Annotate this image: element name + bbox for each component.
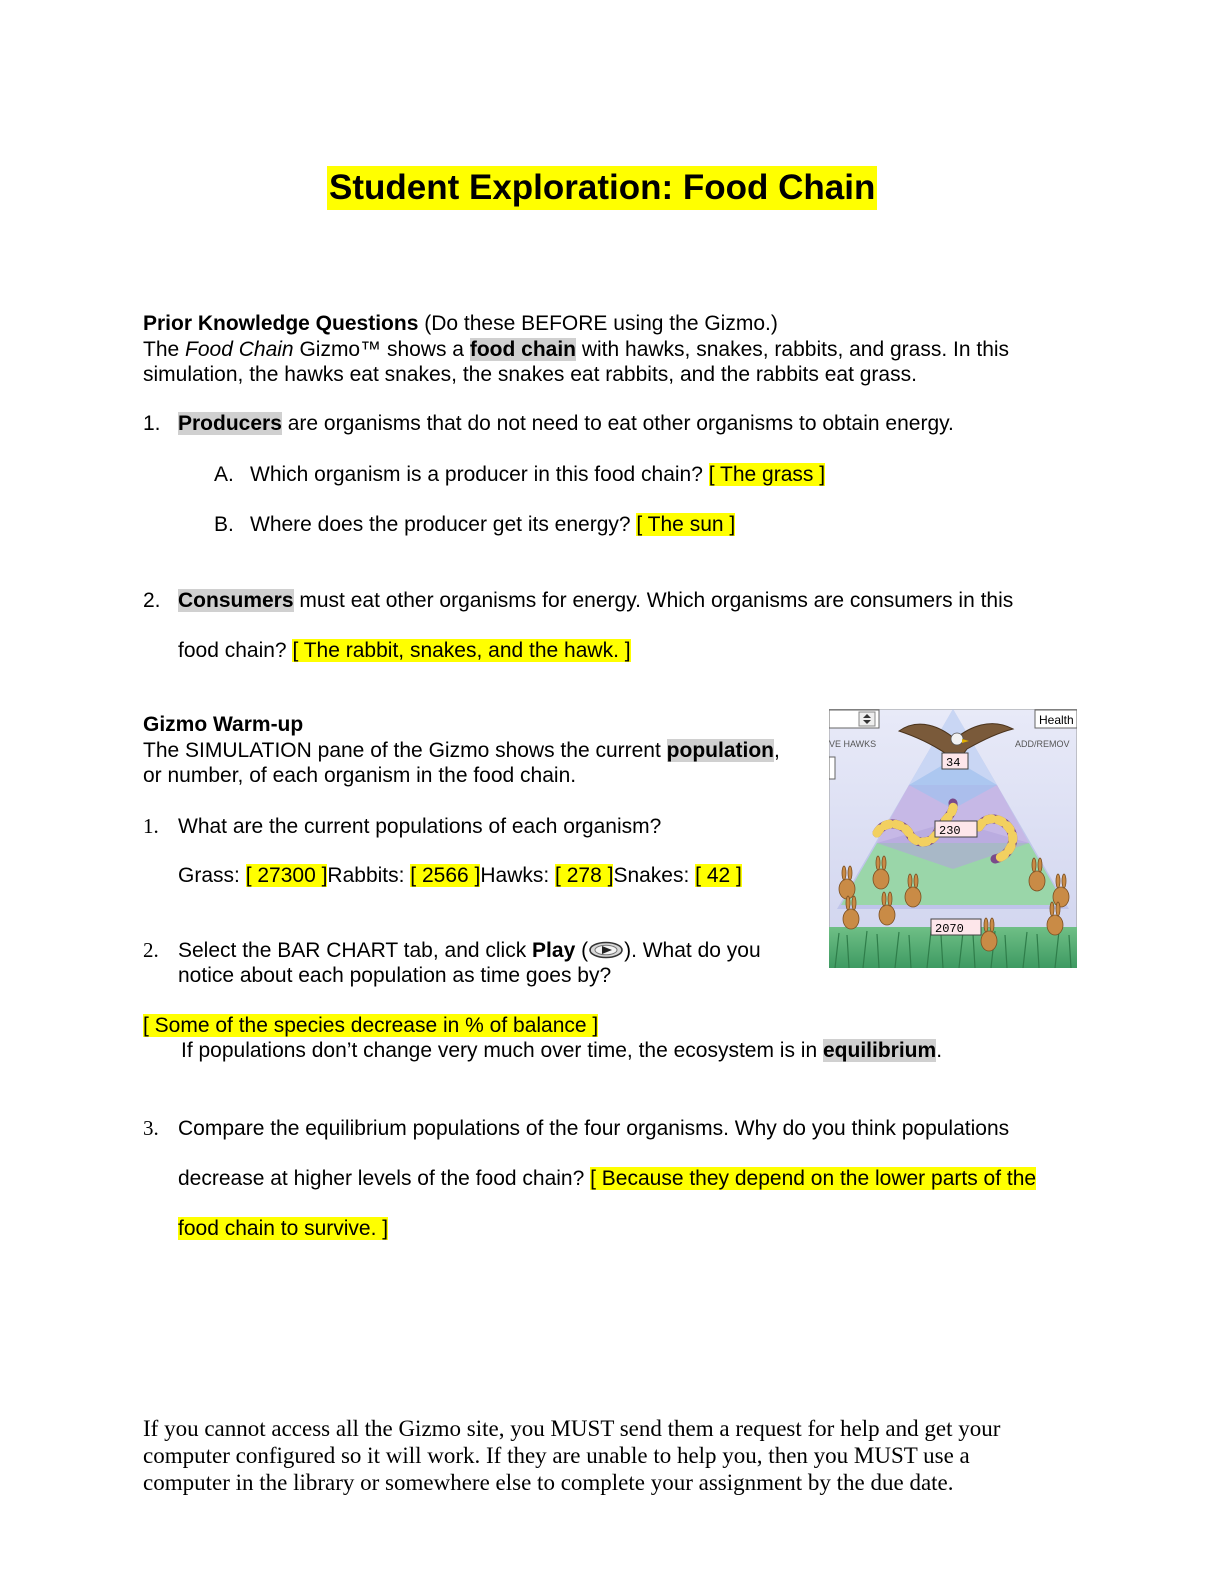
- remove-hawks-label: VE HAWKS: [829, 739, 876, 749]
- equilibrium-text: If populations don’t change very much ov…: [181, 1039, 823, 1062]
- warmup-question-2: Select the BAR CHART tab, and click Play…: [178, 938, 761, 963]
- term-consumers: Consumers: [178, 589, 294, 612]
- page-title: Student Exploration: Food Chain: [327, 166, 878, 210]
- warmup-heading: Gizmo Warm-up: [143, 713, 304, 736]
- question-1a-text: Which organism is a producer in this foo…: [250, 463, 709, 486]
- snakes-answer-field[interactable]: [ 42 ]: [695, 864, 742, 887]
- snakes-label: Snakes:: [613, 864, 696, 887]
- term-equilibrium: equilibrium: [823, 1039, 937, 1062]
- warmup-question-2-text: Select the BAR CHART tab, and click: [178, 939, 533, 962]
- rabbits-answer-field[interactable]: [ 2566 ]: [410, 864, 481, 887]
- intro-italic: Food Chain: [185, 338, 294, 361]
- intro-text: with hawks, snakes, rabbits, and grass. …: [576, 338, 1010, 361]
- footer-line-1: If you cannot access all the Gizmo site,…: [143, 1416, 1001, 1441]
- snake-icon: [872, 798, 1018, 864]
- warmup-intro-line-2: or number, of each organism in the food …: [143, 764, 577, 787]
- equilibrium-statement: If populations don’t change very much ov…: [181, 1038, 942, 1063]
- intro-text: The: [143, 338, 186, 361]
- hawk-count: 34: [946, 756, 960, 770]
- equilibrium-text: .: [936, 1039, 943, 1062]
- answer-field-1b[interactable]: [ The sun ]: [636, 513, 736, 536]
- population-answers: Grass: [ 27300 ]Rabbits: [ 2566 ]Hawks: …: [178, 863, 742, 888]
- play-label: Play: [532, 939, 576, 962]
- warmup-question-3-text: decrease at higher levels of the food ch…: [178, 1167, 591, 1190]
- gizmo-simulation-image: Health VE HAWKS ADD/REMOV 34 230 2070: [829, 709, 1077, 968]
- hawks-label: Hawks:: [480, 864, 556, 887]
- prior-knowledge-heading: Prior Knowledge Questions: [143, 312, 419, 335]
- warmup-question-2-text: (: [575, 939, 589, 962]
- question-2-number: 2.: [143, 589, 161, 612]
- answer-field-2[interactable]: [ The rabbit, snakes, and the hawk. ]: [292, 639, 631, 662]
- rabbit-icon: [838, 855, 1070, 952]
- grass-label: Grass:: [178, 864, 246, 887]
- warmup-intro-text: The SIMULATION pane of the Gizmo shows t…: [143, 739, 667, 762]
- question-1a-letter: A.: [214, 463, 234, 486]
- term-producers: Producers: [178, 412, 282, 435]
- answer-field-1a[interactable]: [ The grass ]: [708, 463, 826, 486]
- question-2-line-2: food chain? [ The rabbit, snakes, and th…: [178, 638, 631, 663]
- question-2-text: must eat other organisms for energy. Whi…: [293, 589, 1014, 612]
- snake-count: 230: [939, 824, 961, 838]
- warmup-question-1-number: 1.: [143, 814, 159, 838]
- warmup-intro-line-1: The SIMULATION pane of the Gizmo shows t…: [143, 738, 780, 763]
- question-1-number: 1.: [143, 412, 161, 435]
- prior-knowledge-note: (Do these BEFORE using the Gizmo.): [418, 312, 778, 335]
- warmup-intro-text: ,: [773, 739, 780, 762]
- question-1b-letter: B.: [214, 513, 234, 536]
- add-remove-label: ADD/REMOV: [1015, 739, 1070, 749]
- warmup-question-2-text: ). What do you: [624, 939, 761, 962]
- hawk-icon: [897, 723, 1015, 760]
- answer-line-3: food chain to survive. ]: [178, 1216, 389, 1241]
- warmup-question-2-line-2: notice about each population as time goe…: [178, 964, 612, 987]
- term-food-chain: food chain: [469, 338, 576, 361]
- question-2: Consumers must eat other organisms for e…: [178, 588, 1013, 613]
- footer-line-2: computer configured so it will work. If …: [143, 1443, 970, 1468]
- play-button-icon: [589, 941, 623, 959]
- answer-field-warmup-3-continued[interactable]: food chain to survive. ]: [178, 1217, 389, 1240]
- question-1b: Where does the producer get its energy? …: [250, 512, 736, 537]
- intro-text: Gizmo™ shows a: [293, 338, 470, 361]
- term-population: population: [666, 739, 774, 762]
- hawks-answer-field[interactable]: [ 278 ]: [555, 864, 614, 887]
- warmup-question-3-line-2: decrease at higher levels of the food ch…: [178, 1166, 1037, 1191]
- rabbits-label: Rabbits:: [327, 864, 411, 887]
- answer-line-2: [ Some of the species decrease in % of b…: [143, 1013, 599, 1038]
- prior-intro-line-2: simulation, the hawks eat snakes, the sn…: [143, 363, 917, 386]
- health-tab-label: Health: [1039, 713, 1074, 727]
- question-1: Producers are organisms that do not need…: [178, 411, 954, 436]
- question-1a: Which organism is a producer in this foo…: [250, 462, 826, 487]
- grass-answer-field[interactable]: [ 27300 ]: [245, 864, 328, 887]
- prior-knowledge-heading-line: Prior Knowledge Questions (Do these BEFO…: [143, 311, 778, 336]
- answer-field-warmup-2[interactable]: [ Some of the species decrease in % of b…: [143, 1014, 599, 1037]
- prior-intro-line-1: The Food Chain Gizmo™ shows a food chain…: [143, 337, 1009, 362]
- warmup-question-1: What are the current populations of each…: [178, 815, 662, 838]
- question-2-text: food chain?: [178, 639, 293, 662]
- footer-line-3: computer in the library or somewhere els…: [143, 1470, 954, 1495]
- footer-note: If you cannot access all the Gizmo site,…: [143, 1415, 1000, 1496]
- question-1-text: are organisms that do not need to eat ot…: [281, 412, 954, 435]
- warmup-question-3: Compare the equilibrium populations of t…: [178, 1117, 1010, 1140]
- warmup-question-2-number: 2.: [143, 938, 159, 962]
- question-1b-text: Where does the producer get its energy?: [250, 513, 637, 536]
- answer-field-warmup-3[interactable]: [ Because they depend on the lower parts…: [590, 1167, 1037, 1190]
- warmup-question-3-number: 3.: [143, 1116, 159, 1140]
- rabbit-count: 2070: [935, 922, 964, 936]
